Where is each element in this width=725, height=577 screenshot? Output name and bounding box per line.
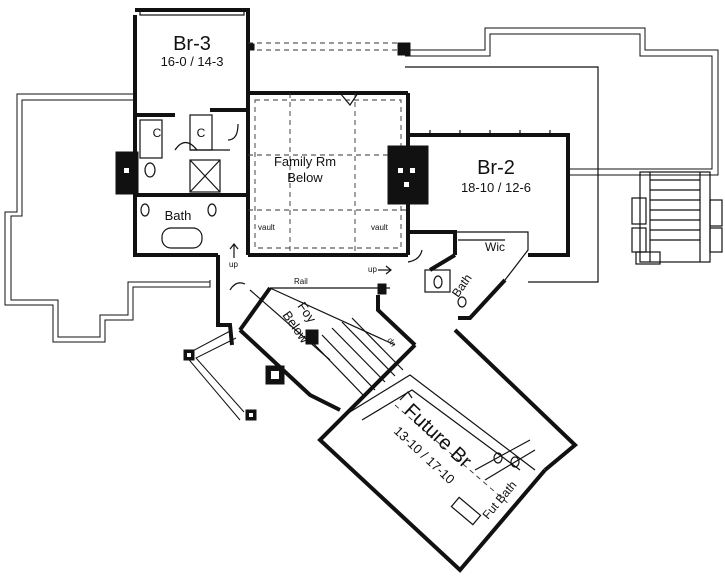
family-room-below: Family Rm Below vault vault bbox=[247, 42, 411, 257]
right-exterior-stairs bbox=[631, 172, 723, 265]
up-right-label: up bbox=[368, 265, 377, 274]
br2-bath-label: Bath bbox=[449, 271, 475, 299]
entry-porch bbox=[183, 329, 257, 421]
up-left-label: up bbox=[229, 260, 238, 269]
br2-room: Br-2 18-10 / 12-6 Wic Bath bbox=[407, 130, 570, 320]
br3-closet-a-label: C bbox=[153, 126, 162, 140]
br3-name: Br-3 bbox=[173, 33, 211, 55]
br3-room: Br-3 16-0 / 14-3 C C Bath bbox=[133, 8, 250, 257]
vault-right-label: vault bbox=[371, 223, 389, 232]
wic-label: Wic bbox=[485, 240, 505, 254]
br3-dimensions: 16-0 / 14-3 bbox=[161, 54, 224, 69]
family-room-line1: Family Rm bbox=[274, 154, 336, 169]
br3-bath-label: Bath bbox=[165, 208, 192, 223]
hall: up up Rail bbox=[229, 243, 392, 295]
dn-label: dn bbox=[385, 336, 397, 348]
right-deck-outline bbox=[405, 27, 719, 283]
br2-dimensions: 18-10 / 12-6 bbox=[461, 180, 531, 195]
br3-closet-b-label: C bbox=[197, 126, 206, 140]
rail-label: Rail bbox=[294, 277, 308, 286]
future-br-wing: Future Br 13-10 / 17-10 Fut Bath bbox=[317, 328, 578, 573]
foyer-stair: Foy Below dn bbox=[216, 255, 417, 412]
left-chimney bbox=[115, 151, 139, 195]
left-deck-outline bbox=[4, 93, 211, 343]
br2-name: Br-2 bbox=[477, 157, 515, 179]
vault-left-label: vault bbox=[258, 223, 276, 232]
fut-bath-label: Fut Bath bbox=[480, 478, 520, 522]
family-room-line2: Below bbox=[287, 170, 323, 185]
center-chimney bbox=[387, 145, 429, 205]
